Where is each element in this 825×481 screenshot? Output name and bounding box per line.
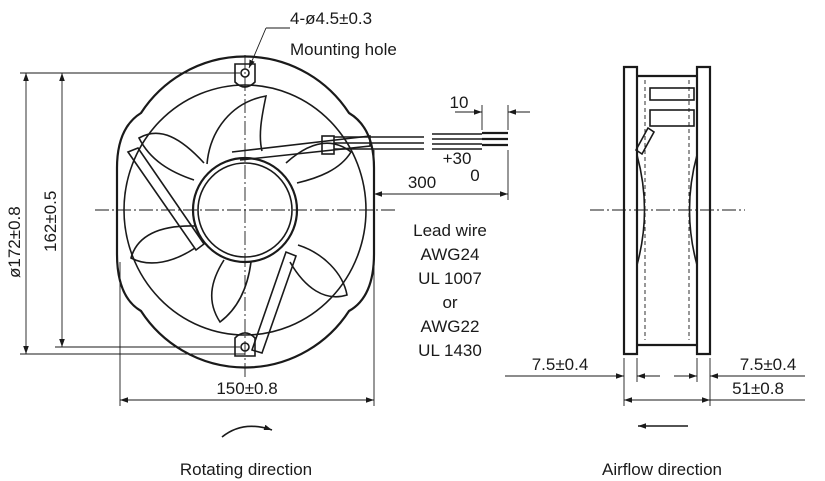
wire-clamp bbox=[321, 135, 335, 155]
rotation-arrow bbox=[221, 424, 273, 438]
side-flange-left-dim: 7.5±0.4 bbox=[532, 355, 589, 374]
lead-wire-standard-2: UL 1430 bbox=[418, 341, 482, 360]
lead-wire: 10 300 +30 0 Lead wire AWG24 UL 1007 or … bbox=[334, 93, 530, 360]
airflow-direction-label: Airflow direction bbox=[602, 460, 722, 479]
mounting-hole-label: Mounting hole bbox=[290, 40, 397, 59]
mounting-hole-spec: 4-ø4.5±0.3 bbox=[290, 9, 372, 28]
strip-length-dim: 10 bbox=[450, 93, 469, 112]
side-view: 7.5±0.4 7.5±0.4 51±0.8 Airflow direction bbox=[505, 65, 805, 479]
lead-wire-separator: or bbox=[442, 293, 457, 312]
lead-wire-gauge-2: AWG22 bbox=[421, 317, 480, 336]
rotating-direction-label: Rotating direction bbox=[180, 460, 312, 479]
fan-blades bbox=[130, 95, 353, 324]
wire-length-tol-minus: 0 bbox=[470, 166, 479, 185]
outer-diameter-dim: ø172±0.8 bbox=[5, 206, 24, 278]
lead-wire-standard-1: UL 1007 bbox=[418, 269, 482, 288]
side-flange-right-dim: 7.5±0.4 bbox=[740, 355, 797, 374]
lead-wire-gauge-1: AWG24 bbox=[421, 245, 480, 264]
hole-pitch-horizontal-dim: 150±0.8 bbox=[216, 379, 277, 398]
fan-frame-outline bbox=[115, 55, 376, 369]
lead-wire-title: Lead wire bbox=[413, 221, 487, 240]
front-view: 4-ø4.5±0.3 Mounting hole ø172±0.8 162±0.… bbox=[5, 9, 397, 479]
hole-pitch-vertical-dim: 162±0.5 bbox=[41, 191, 60, 252]
wire-length-dim: 300 bbox=[408, 173, 436, 192]
wire-length-tol-plus: +30 bbox=[443, 149, 472, 168]
side-depth-dim: 51±0.8 bbox=[732, 379, 784, 398]
